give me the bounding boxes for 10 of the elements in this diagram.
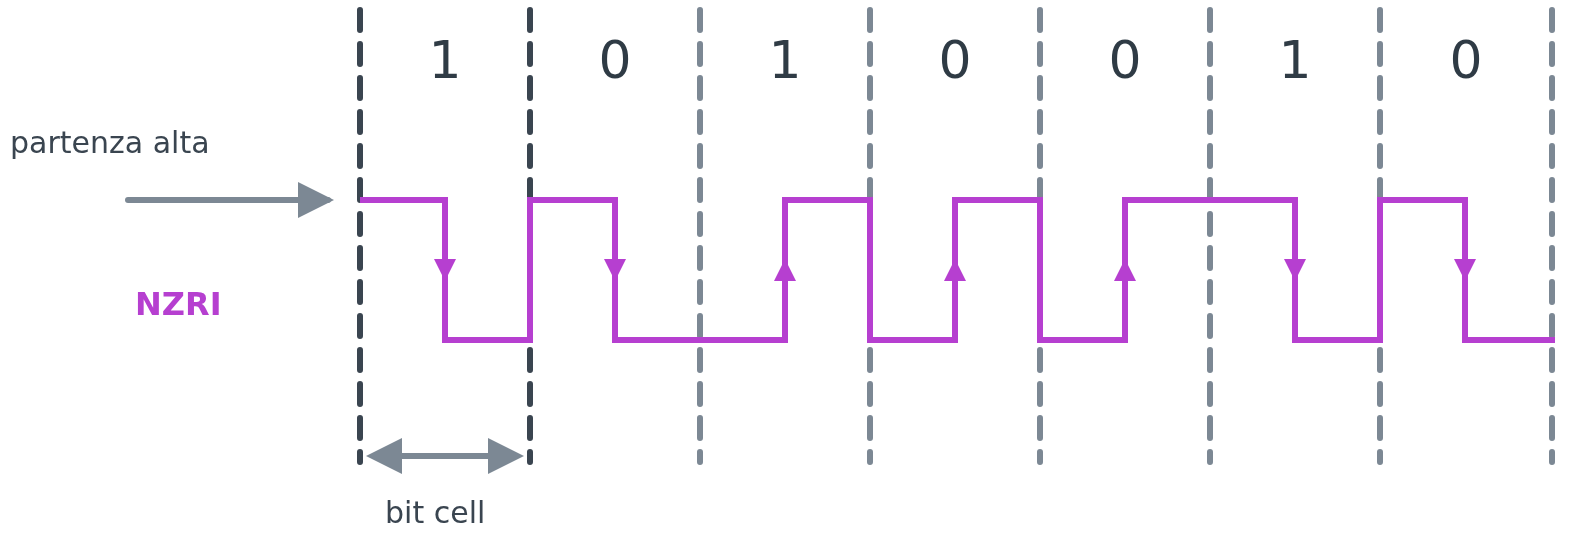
bit-value: 0 — [938, 34, 972, 86]
signal-name: NZRI — [135, 288, 222, 320]
bit-value: 0 — [598, 34, 632, 86]
bit-value: 1 — [428, 34, 462, 86]
bit-value: 1 — [768, 34, 802, 86]
start-label: partenza alta — [10, 128, 210, 158]
bit-value: 0 — [1108, 34, 1142, 86]
bit-value: 0 — [1449, 34, 1483, 86]
dimension-label: bit cell — [385, 498, 486, 528]
bit-value: 1 — [1278, 34, 1312, 86]
